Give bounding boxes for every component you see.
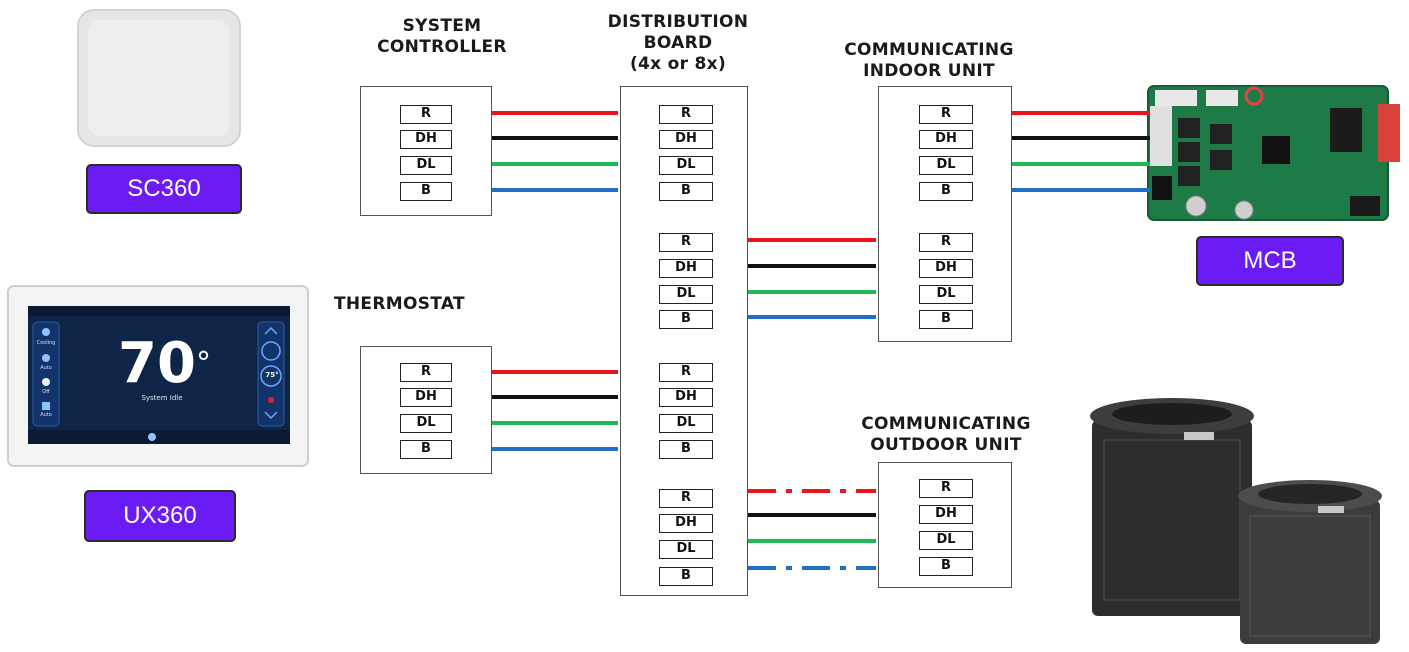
terminal-r: R: [659, 233, 713, 252]
system-controller-terminal-block: R DH DL B: [360, 86, 492, 216]
terminal-dl: DL: [659, 540, 713, 559]
outdoor-condenser-units-image: [1090, 398, 1382, 644]
wires-indoor-unit: [748, 238, 876, 319]
wires-thermostat: [492, 370, 618, 451]
terminal-r: R: [659, 105, 713, 124]
terminal-dl: DL: [659, 285, 713, 304]
degree-symbol: °: [195, 346, 211, 381]
ux360-thermostat-image: [7, 285, 309, 467]
wires-system-controller: [492, 111, 618, 192]
outdoor-unit-terminal-block: R DH DL B: [878, 462, 1012, 588]
thermostat-mode-cooling: Cooling: [36, 340, 56, 346]
terminal-dh: DH: [659, 388, 713, 407]
outdoor-unit-heading: COMMUNICATING OUTDOOR UNIT: [861, 414, 1031, 455]
terminal-dl: DL: [659, 414, 713, 433]
terminal-b: B: [659, 440, 713, 459]
distribution-board-heading: DISTRIBUTION BOARD (4x or 8x): [607, 12, 749, 74]
temperature-value: 70: [118, 331, 196, 396]
terminal-dh: DH: [659, 514, 713, 533]
terminal-b: B: [919, 557, 973, 576]
terminal-dl: DL: [659, 156, 713, 175]
terminal-dh: DH: [919, 259, 973, 278]
sc360-label: SC360: [86, 164, 242, 214]
thermostat-mode-auto: Auto: [40, 365, 52, 371]
mcb-board-image: [1147, 85, 1400, 221]
terminal-b: B: [659, 310, 713, 329]
terminal-dh: DH: [400, 388, 452, 407]
thermostat-temperature: 70°: [118, 331, 211, 396]
mcb-label: MCB: [1196, 236, 1344, 286]
thermostat-mode-auto-fan: Auto: [40, 412, 52, 418]
wires-outdoor-unit: [748, 489, 876, 570]
sc360-device-image: [77, 9, 241, 147]
thermostat-mode-off: Off: [42, 389, 50, 395]
terminal-dl: DL: [400, 156, 452, 175]
thermostat-terminal-block: R DH DL B: [360, 346, 492, 474]
terminal-dh: DH: [400, 130, 452, 149]
terminal-dl: DL: [919, 531, 973, 550]
indoor-unit-heading: COMMUNICATING INDOOR UNIT: [844, 40, 1014, 81]
wires-mcb: [1012, 111, 1150, 192]
terminal-r: R: [919, 233, 973, 252]
terminal-b: B: [659, 182, 713, 201]
terminal-r: R: [919, 105, 973, 124]
terminal-dh: DH: [919, 130, 973, 149]
terminal-r: R: [400, 105, 452, 124]
terminal-r: R: [659, 489, 713, 508]
thermostat-status: System Idle: [141, 394, 183, 402]
distribution-board: R DH DL B R DH DL B R DH DL B R DH DL B: [620, 86, 748, 596]
terminal-dh: DH: [919, 505, 973, 524]
terminal-dl: DL: [919, 156, 973, 175]
terminal-dl: DL: [919, 285, 973, 304]
terminal-b: B: [659, 567, 713, 586]
terminal-dh: DH: [659, 259, 713, 278]
terminal-r: R: [400, 363, 452, 382]
thermostat-setpoint: 75°: [265, 371, 279, 379]
terminal-dh: DH: [659, 130, 713, 149]
terminal-b: B: [919, 182, 973, 201]
thermostat-heading: THERMOSTAT: [334, 294, 465, 314]
terminal-b: B: [400, 440, 452, 459]
terminal-b: B: [919, 310, 973, 329]
terminal-dl: DL: [400, 414, 452, 433]
terminal-r: R: [919, 479, 973, 498]
ux360-label: UX360: [84, 490, 236, 542]
terminal-b: B: [400, 182, 452, 201]
indoor-unit-terminal-block: R DH DL B R DH DL B: [878, 86, 1012, 342]
terminal-r: R: [659, 363, 713, 382]
system-controller-heading: SYSTEM CONTROLLER: [377, 16, 507, 57]
